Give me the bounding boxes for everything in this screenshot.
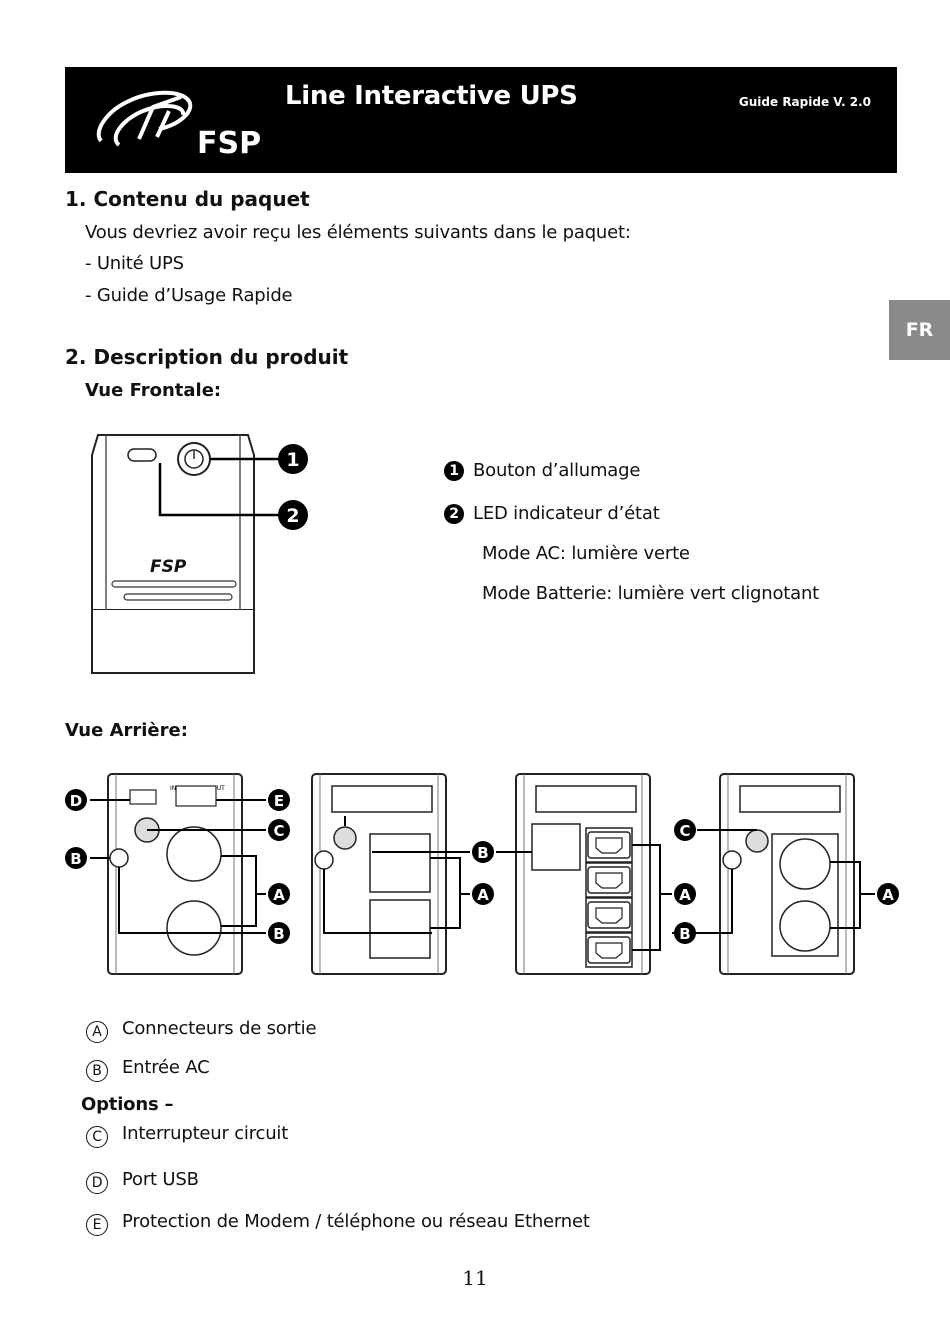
svg-text:IN: IN <box>170 785 176 792</box>
letter-badge: B <box>86 1060 108 1082</box>
page-number: 11 <box>462 1266 488 1290</box>
device-logo: FSP <box>150 557 187 577</box>
svg-text:FSP: FSP <box>197 126 261 159</box>
modem-ports <box>175 785 217 807</box>
fsp-logo: FSP <box>96 90 261 159</box>
rear-unit-1: IN OUT <box>65 773 290 975</box>
guide-version: Guide Rapide V. 2.0 <box>738 95 871 109</box>
letter-badge: A <box>86 1021 108 1043</box>
number-badge: 1 <box>444 461 464 481</box>
section-1-heading: 1. Contenu du paquet <box>65 187 310 211</box>
package-item: - Unité UPS <box>85 253 184 274</box>
section-2-heading: 2. Description du produit <box>65 345 349 369</box>
rear-unit-2 <box>311 773 494 975</box>
mode-battery: Mode Batterie: lumière vert clignotant <box>482 583 820 604</box>
document-title: Line Interactive UPS <box>285 81 578 111</box>
rear-view-heading: Vue Arrière: <box>65 720 188 741</box>
letter-badge: D <box>86 1172 108 1194</box>
language-tab: FR <box>889 300 950 360</box>
status-led <box>127 448 157 462</box>
rear-view-diagram: A B C D E IN OUT <box>65 773 899 975</box>
front-view-heading: Vue Frontale: <box>85 380 222 401</box>
mode-ac: Mode AC: lumière verte <box>482 543 690 564</box>
svg-text:1: 1 <box>286 449 299 471</box>
rear-unit-3 <box>496 773 696 975</box>
svg-text:OUT: OUT <box>212 785 225 792</box>
number-badge: 2 <box>444 504 464 524</box>
svg-text:2: 2 <box>286 505 299 527</box>
letter-badge: E <box>86 1214 108 1236</box>
usb-port <box>129 789 157 805</box>
header-banner: FSP Line Interactive UPS Guide Rapide V.… <box>65 67 897 173</box>
rear-unit-4 <box>672 773 899 975</box>
front-view-diagram: FSP 1 2 <box>91 434 308 674</box>
letter-badge: C <box>86 1126 108 1148</box>
package-item: - Guide d’Usage Rapide <box>85 285 293 306</box>
section-1-intro: Vous devriez avoir reçu les éléments sui… <box>85 222 631 243</box>
options-heading: Options – <box>81 1094 174 1115</box>
